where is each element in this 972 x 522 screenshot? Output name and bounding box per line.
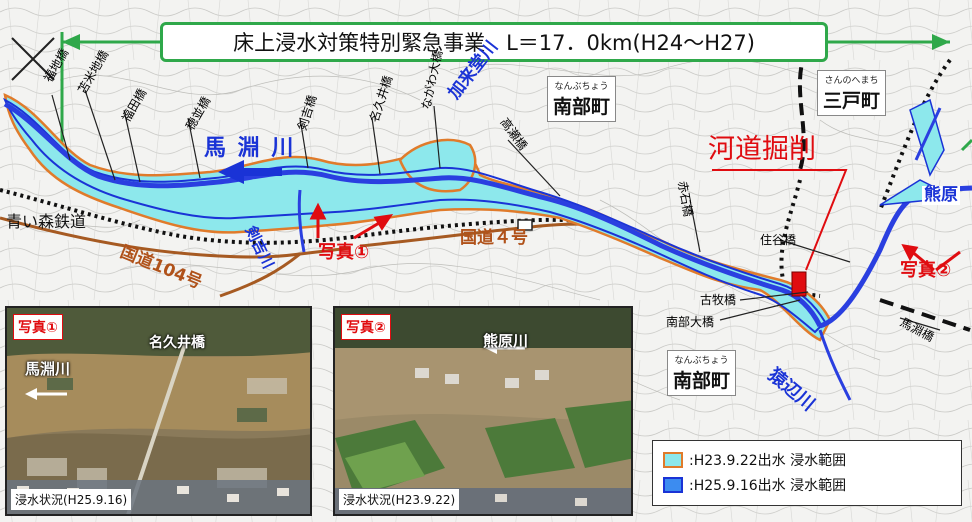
project-title: 床上浸水対策特別緊急事業 L＝17．0km(H24～H27) [233, 31, 755, 55]
route-104-line [0, 216, 351, 259]
photo1-bridge-label: 名久井橋 [149, 335, 205, 351]
legend-row-h23: :H23.9.22出水 浸水範囲 [663, 447, 951, 472]
label-bridge-sumiya: 住谷橋 [760, 233, 797, 247]
project-title-banner: 床上浸水対策特別緊急事業 L＝17．0km(H24～H27) [160, 22, 828, 62]
legend-label-h25: :H25.9.16出水 浸水範囲 [689, 477, 847, 494]
flood-area-h25 [3, 97, 827, 334]
photo1-river-label: 馬淵川 [25, 360, 71, 378]
map-legend: :H23.9.22出水 浸水範囲 :H25.9.16出水 浸水範囲 [652, 440, 962, 506]
label-bridge-nanbu-ohashi: 南部大橋 [666, 315, 715, 329]
label-kumahara-river: 熊原 [922, 185, 960, 205]
map-marker-box [517, 219, 533, 231]
photo2-tag: 写真② [341, 314, 391, 340]
label-mabuchi-river: 馬 淵 川 [204, 136, 296, 161]
callout-photo2: 写真② [900, 260, 952, 281]
town-label-nanbu-north: なんぶちょう 南部町 [547, 76, 617, 122]
mabuchi-river-channel [3, 101, 823, 328]
mabuchi-flow-arrow [218, 160, 282, 184]
blue-swatch-icon [663, 476, 683, 493]
photo2-caption: 浸水状況(H23.9.22) [339, 489, 460, 510]
label-route-4: 国道４号 [460, 228, 528, 248]
photo2-direction-arrows [901, 244, 961, 272]
callout-photo1: 写真① [318, 242, 370, 263]
excavation-site-marker [791, 271, 807, 297]
town-label-sannohe: さんのへまち 三戸町 [817, 70, 887, 116]
photo1-inset: 写真① 名久井橋 馬淵川 浸水状況(H25.9.16) [5, 306, 312, 516]
photo2-inset: 写真② 熊原川 浸水状況(H23.9.22) [333, 306, 633, 516]
label-railway: 青い森鉄道 [6, 212, 87, 231]
route-104-branch [219, 252, 301, 298]
boundary-dots [779, 58, 952, 301]
tsurugiyoshi-river-channel [297, 189, 306, 253]
photo1-image [7, 308, 310, 514]
photo1-caption: 浸水状況(H25.9.16) [11, 489, 132, 510]
callout-river-excavation: 河道掘削 [708, 134, 816, 165]
label-bridge-komaki: 古牧橋 [700, 293, 737, 307]
excavation-leader-line [712, 169, 848, 271]
legend-row-h25: :H25.9.16出水 浸水範囲 [663, 472, 951, 497]
sarube-river-channel [818, 329, 852, 401]
town-label-nanbu-south: なんぶちょう 南部町 [667, 350, 737, 396]
photo1-tag: 写真① [13, 314, 63, 340]
bridge-leader-lines [51, 89, 941, 331]
cyan-swatch-icon [663, 451, 683, 468]
photo2-river-label: 熊原川 [483, 332, 529, 350]
legend-label-h23: :H23.9.22出水 浸水範囲 [689, 452, 847, 469]
upper-river-channel [914, 107, 942, 161]
boundary-cross [11, 37, 55, 81]
photo1-direction-arrows [309, 202, 394, 240]
